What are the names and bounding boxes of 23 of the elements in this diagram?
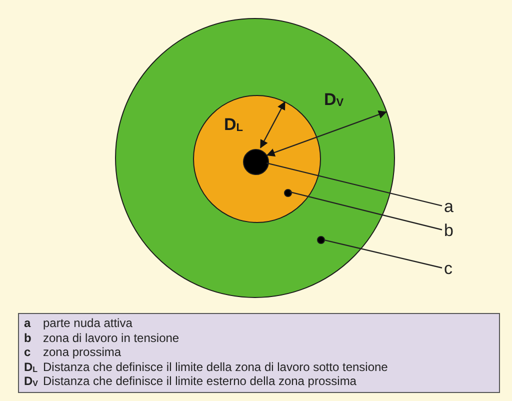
leader-line (290, 191, 442, 230)
legend-description: Distanza che definisce il limite della zona di lavoro sotto tensione (43, 360, 388, 374)
legend-key: a (24, 317, 31, 330)
legend-description: zona prossima (43, 346, 122, 359)
dimension-label: D$_{V}$ (324, 90, 344, 110)
legend-key: D$_{L}$ (24, 360, 38, 374)
legend-description: parte nuda attiva (43, 317, 132, 330)
dot-marker (317, 236, 325, 244)
callout-letter: c (444, 260, 452, 278)
callout-letter: b (444, 222, 454, 240)
legend-key: c (24, 346, 31, 359)
dot-marker (284, 189, 292, 197)
legend-key: D$_{V}$ (24, 375, 38, 389)
dimension-arrow (260, 101, 286, 148)
dimension-arrow (266, 110, 387, 157)
dot-marker (243, 149, 269, 175)
leader-line (266, 162, 442, 206)
dimension-label: D$_{L}$ (224, 115, 244, 135)
leader-line (324, 239, 442, 268)
callout-letter: a (444, 198, 454, 216)
legend-description: zona di lavoro in tensione (43, 332, 180, 344)
legend-description: Distanza che definisce il limite esterno della zona prossima (43, 375, 356, 388)
legend-key: b (24, 332, 32, 344)
